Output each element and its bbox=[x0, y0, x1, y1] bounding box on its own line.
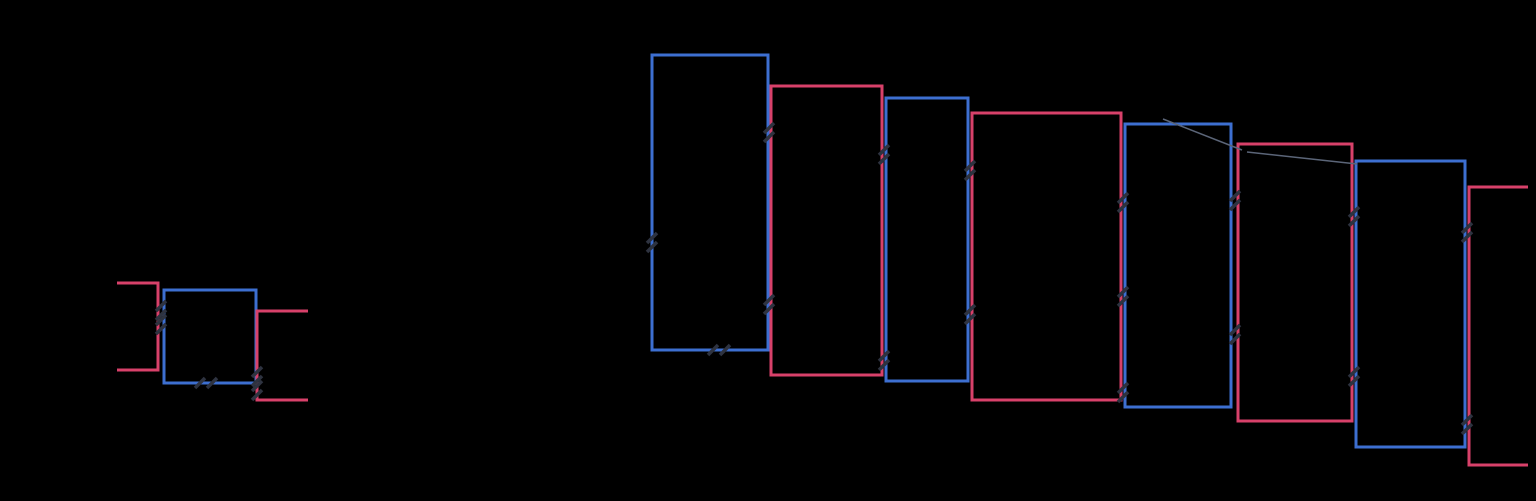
mesh-mark-18 bbox=[1228, 332, 1242, 346]
mesh-mark-20 bbox=[1347, 365, 1361, 379]
stage-4-gear-red bbox=[970, 111, 1123, 402]
stage-3-gear-blue bbox=[884, 96, 970, 383]
mesh-mark-16 bbox=[1116, 390, 1130, 404]
mesh-mark-13 bbox=[963, 303, 977, 317]
left-output-shaft-red bbox=[255, 309, 308, 402]
mesh-mark-11 bbox=[877, 358, 891, 372]
mesh-mark-16 bbox=[1116, 381, 1130, 395]
mesh-mark-6 bbox=[645, 231, 659, 245]
mesh-mark-5 bbox=[205, 376, 219, 390]
mesh-mark-17 bbox=[1228, 189, 1242, 203]
mesh-mark-10 bbox=[877, 143, 891, 157]
mesh-mark-18 bbox=[1228, 323, 1242, 337]
mesh-mark-10 bbox=[877, 152, 891, 166]
mesh-mark-22 bbox=[1460, 422, 1474, 436]
mesh-mark-19 bbox=[1347, 205, 1361, 219]
mesh-mark-4 bbox=[250, 379, 264, 393]
mesh-mark-6 bbox=[645, 240, 659, 254]
stage-2-gear-red bbox=[769, 84, 884, 377]
mesh-mark-22 bbox=[1460, 413, 1474, 427]
mesh-mark-17 bbox=[1228, 198, 1242, 212]
mesh-mark-4 bbox=[250, 388, 264, 402]
stage-7-gear-blue bbox=[1354, 159, 1467, 449]
mesh-mark-14 bbox=[1116, 200, 1130, 214]
mesh-mark-8 bbox=[762, 121, 776, 135]
mesh-mark-8 bbox=[762, 130, 776, 144]
mesh-mark-11 bbox=[877, 349, 891, 363]
mesh-mark-13 bbox=[963, 312, 977, 326]
stage-1-gear-blue bbox=[650, 53, 770, 352]
mesh-mark-3 bbox=[250, 374, 264, 388]
mesh-mark-21 bbox=[1460, 221, 1474, 235]
mesh-mark-7 bbox=[706, 343, 720, 357]
mesh-mark-15 bbox=[1116, 294, 1130, 308]
connector-diagonal-2 bbox=[1246, 151, 1358, 165]
mesh-mark-3 bbox=[250, 365, 264, 379]
mesh-mark-1 bbox=[154, 299, 168, 313]
stage-6-gear-red bbox=[1236, 142, 1354, 423]
mesh-mark-7 bbox=[718, 343, 732, 357]
mesh-mark-9 bbox=[762, 302, 776, 316]
left-input-shaft-red bbox=[117, 281, 160, 372]
mesh-mark-2 bbox=[154, 313, 168, 327]
mesh-mark-12 bbox=[963, 168, 977, 182]
stage-5-gear-blue bbox=[1123, 122, 1233, 409]
mesh-mark-2 bbox=[154, 322, 168, 336]
right-output-shaft-red bbox=[1467, 185, 1528, 467]
mesh-mark-14 bbox=[1116, 191, 1130, 205]
mesh-mark-5 bbox=[193, 376, 207, 390]
mesh-mark-1 bbox=[154, 308, 168, 322]
connector-diagonal-1 bbox=[1162, 118, 1243, 151]
mesh-mark-12 bbox=[963, 159, 977, 173]
mesh-mark-9 bbox=[762, 293, 776, 307]
mesh-mark-15 bbox=[1116, 285, 1130, 299]
mesh-mark-21 bbox=[1460, 230, 1474, 244]
mesh-mark-19 bbox=[1347, 214, 1361, 228]
mesh-mark-20 bbox=[1347, 374, 1361, 388]
